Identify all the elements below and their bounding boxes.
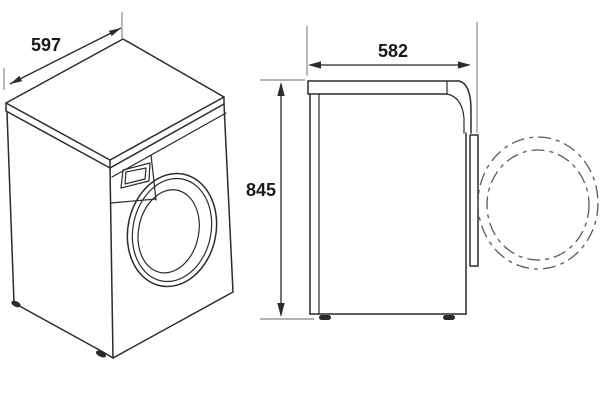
lid-edge-right (109, 96, 225, 169)
control-panel-divider (150, 154, 157, 201)
height-arrowhead-bottom (277, 303, 285, 317)
front-seam (111, 112, 227, 178)
height-arrowhead-top (277, 82, 285, 96)
door-outer-ring (126, 172, 218, 288)
width-arrowhead-left (10, 75, 23, 84)
dimension-width: 597 (3, 12, 123, 90)
machine-perspective-view (5, 38, 234, 359)
detergent-drawer (120, 162, 151, 189)
feet-side (319, 315, 455, 320)
front-face (109, 103, 234, 359)
door-rim (131, 177, 213, 283)
dimension-height: 845 (246, 79, 314, 320)
side-front-corner-curve (458, 80, 472, 134)
side-foot-right (443, 315, 455, 320)
top-face (5, 38, 225, 161)
depth-dimension-label: 582 (378, 41, 408, 61)
lid-edge-left (5, 102, 111, 169)
control-panel-bottom (110, 198, 157, 204)
side-foot-left (319, 315, 331, 320)
width-dimension-line (9, 27, 122, 85)
door-swing-arc-outer (477, 136, 599, 270)
side-front-corner-inner-curve (446, 93, 465, 134)
foot-left (11, 300, 21, 308)
machine-side-view (307, 80, 479, 320)
side-panel (6, 111, 114, 359)
door-porthole (126, 172, 218, 288)
door-swing-arc-inner (486, 149, 590, 261)
detergent-drawer-inner (124, 167, 147, 185)
feet-perspective (11, 300, 107, 358)
width-dimension-label: 597 (31, 35, 61, 55)
depth-arrowhead-left (308, 61, 321, 69)
depth-arrowhead-right (458, 61, 471, 69)
foot-front (95, 350, 107, 358)
side-door-panel (469, 134, 479, 267)
door-glass (137, 189, 200, 274)
dimension-depth: 582 (306, 22, 478, 133)
door-swing-clearance (477, 136, 599, 270)
width-arrowhead-right (108, 28, 121, 37)
height-dimension-label: 845 (246, 180, 276, 200)
